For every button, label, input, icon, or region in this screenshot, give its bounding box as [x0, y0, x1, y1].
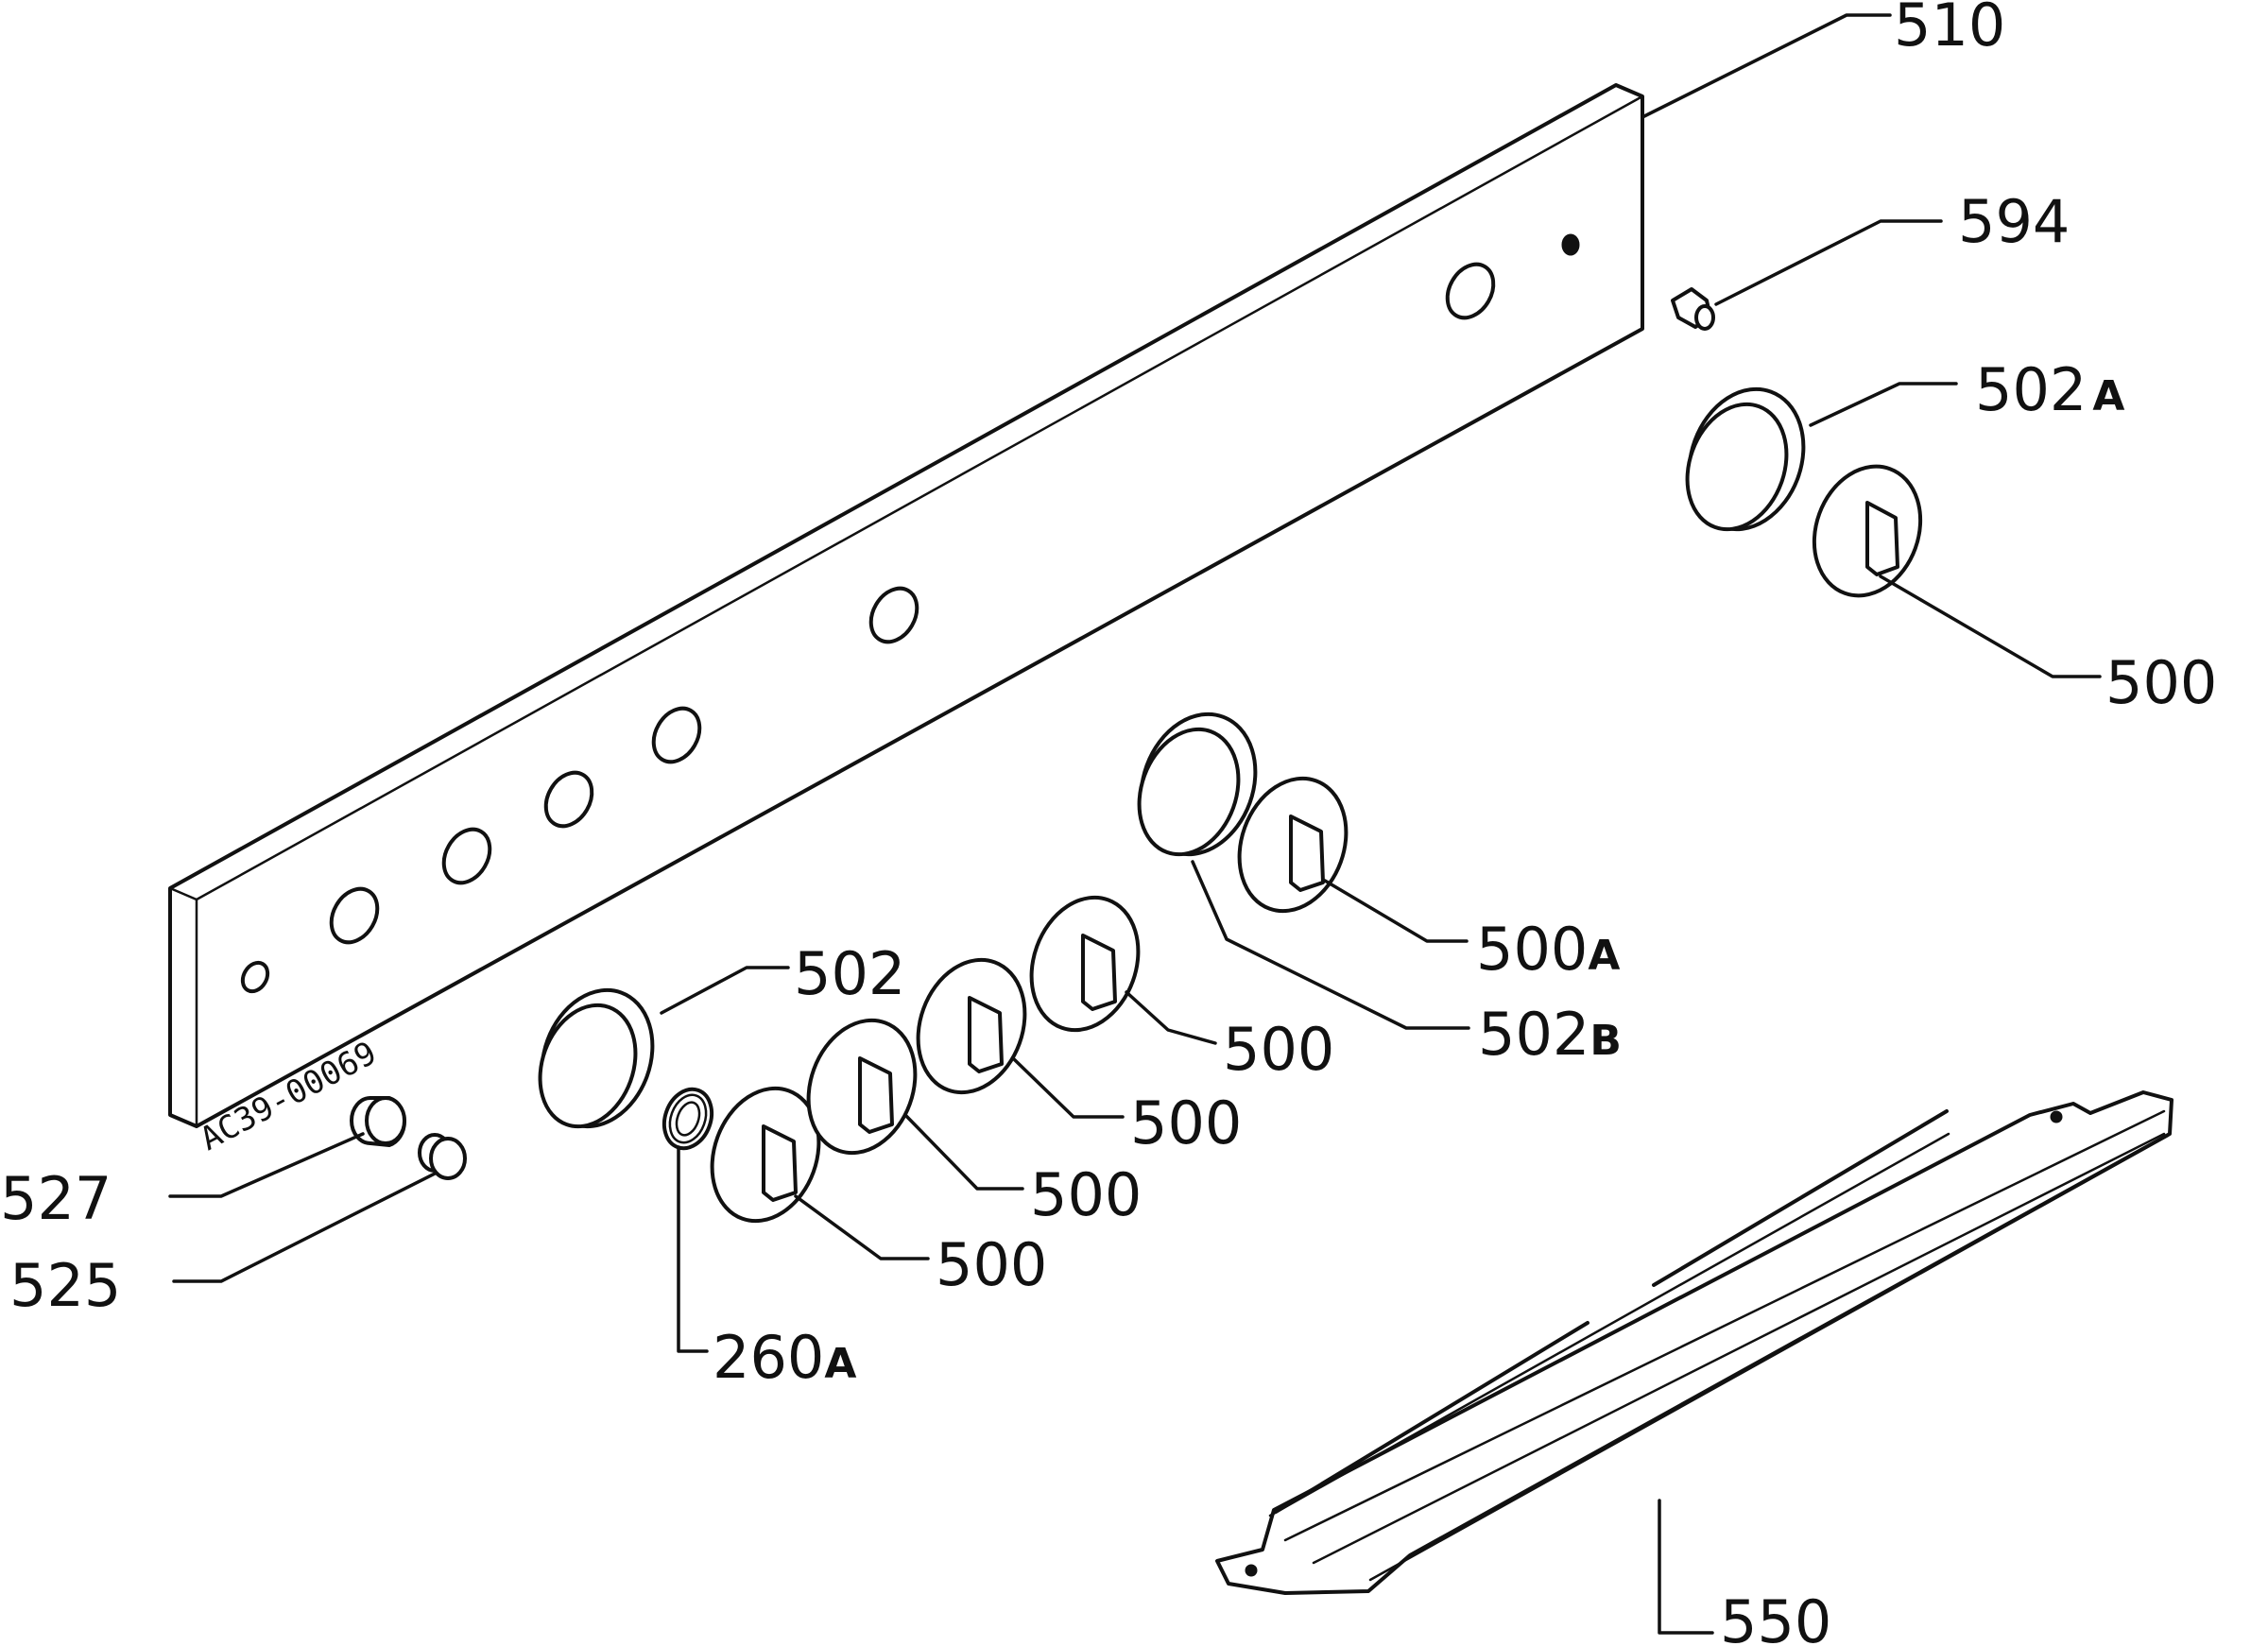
knob-500-3 — [916, 957, 1027, 1095]
bezel-ring-502a — [1685, 386, 1806, 532]
label-527: 527 — [0, 1164, 112, 1233]
control-panel-510: AC39-00069 — [168, 83, 1644, 1158]
label-500-knob4: 500 — [1223, 1015, 1334, 1084]
trim-strip-550 — [1215, 1090, 2174, 1595]
label-500-knob3: 500 — [1130, 1089, 1242, 1157]
spring-260a — [662, 1087, 714, 1151]
label-500-knob2: 500 — [1030, 1160, 1142, 1229]
label-510: 510 — [1894, 0, 2005, 60]
label-594: 594 — [1958, 187, 2070, 256]
leader-lines — [168, 13, 2102, 1635]
label-500-knob1: 500 — [936, 1230, 1047, 1299]
label-550: 550 — [1720, 1587, 1831, 1646]
bezel-ring-502b — [1137, 712, 1258, 857]
bushing-525 — [418, 1133, 467, 1180]
bushing-527 — [350, 1096, 406, 1147]
label-502b: 502B — [1478, 1000, 1622, 1069]
label-500-right: 500 — [2105, 648, 2217, 717]
label-260a: 260A — [713, 1323, 856, 1392]
knob-500-right — [1812, 464, 1923, 598]
screw-594 — [1671, 287, 1715, 331]
bezel-ring-502 — [538, 987, 655, 1129]
knob-500-1 — [710, 1086, 821, 1224]
knob-500-2 — [806, 1018, 918, 1156]
label-502: 502 — [794, 939, 905, 1008]
knob-500a — [1237, 776, 1349, 914]
label-525: 525 — [9, 1251, 121, 1320]
label-500a: 500A — [1476, 915, 1620, 984]
knob-500-4 — [1029, 895, 1141, 1033]
